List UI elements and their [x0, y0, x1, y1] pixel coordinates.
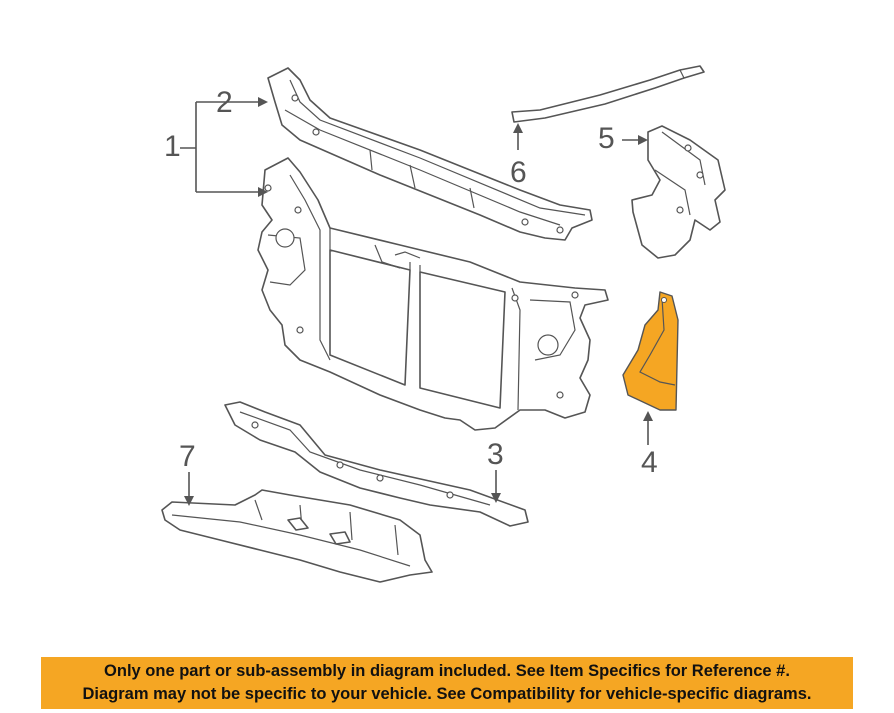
part-2-upper-tie-bar	[267, 67, 593, 241]
leader-lines	[180, 97, 653, 506]
callout-3: 3	[487, 438, 504, 471]
callout-6: 6	[510, 156, 527, 189]
part-4-deflector	[622, 291, 679, 411]
callout-7: 7	[179, 440, 196, 473]
part-3-lower-tie-bar	[224, 401, 529, 527]
parts-diagram	[161, 65, 726, 583]
disclaimer-banner: Only one part or sub-assembly in diagram…	[41, 657, 853, 709]
part-6-brace-rod	[511, 65, 705, 123]
callout-5: 5	[598, 122, 615, 155]
disclaimer-line-2: Diagram may not be specific to your vehi…	[82, 685, 812, 703]
highlighted-part	[622, 291, 679, 411]
callout-1: 1	[164, 130, 181, 163]
part-7-air-deflector	[161, 489, 433, 583]
part-1-radiator-support	[257, 157, 609, 431]
callout-4: 4	[641, 446, 658, 479]
part-5-side-bracket	[631, 125, 726, 259]
disclaimer-line-1: Only one part or sub-assembly in diagram…	[104, 662, 790, 680]
callout-2: 2	[216, 86, 233, 119]
